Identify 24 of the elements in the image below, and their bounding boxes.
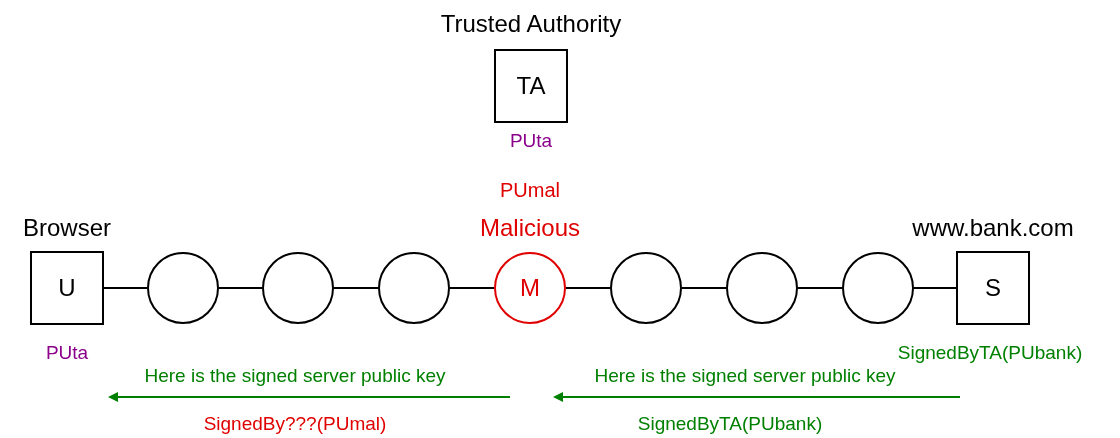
connector-line	[797, 287, 843, 289]
connector-line	[218, 287, 263, 289]
connector-line	[103, 287, 148, 289]
connector-line	[333, 287, 379, 289]
connector-line	[565, 287, 611, 289]
annotation-text: SignedBy???(PUmal)	[203, 413, 387, 433]
node-heading: Malicious	[480, 216, 580, 240]
node-box: TA	[494, 49, 568, 123]
node-annotation: PUta	[45, 342, 89, 362]
connector-line	[913, 287, 957, 289]
node-annotation: SignedByTA(PUbank)	[897, 342, 1083, 362]
node-circle: M	[494, 252, 566, 324]
node-heading: Trusted Authority	[440, 12, 622, 36]
node-heading: Browser	[23, 216, 111, 240]
node-box: S	[956, 251, 1030, 325]
annotation-text: Here is the signed server public key	[594, 365, 896, 385]
node-heading: www.bank.com	[912, 216, 1074, 240]
node-box: U	[30, 251, 104, 325]
annotation-text: Here is the signed server public key	[144, 365, 446, 385]
node-annotation: PUmal	[500, 180, 560, 200]
node-annotation: PUta	[509, 130, 553, 150]
connector-line	[449, 287, 495, 289]
connector-line	[681, 287, 727, 289]
annotation-text: SignedByTA(PUbank)	[637, 413, 823, 433]
